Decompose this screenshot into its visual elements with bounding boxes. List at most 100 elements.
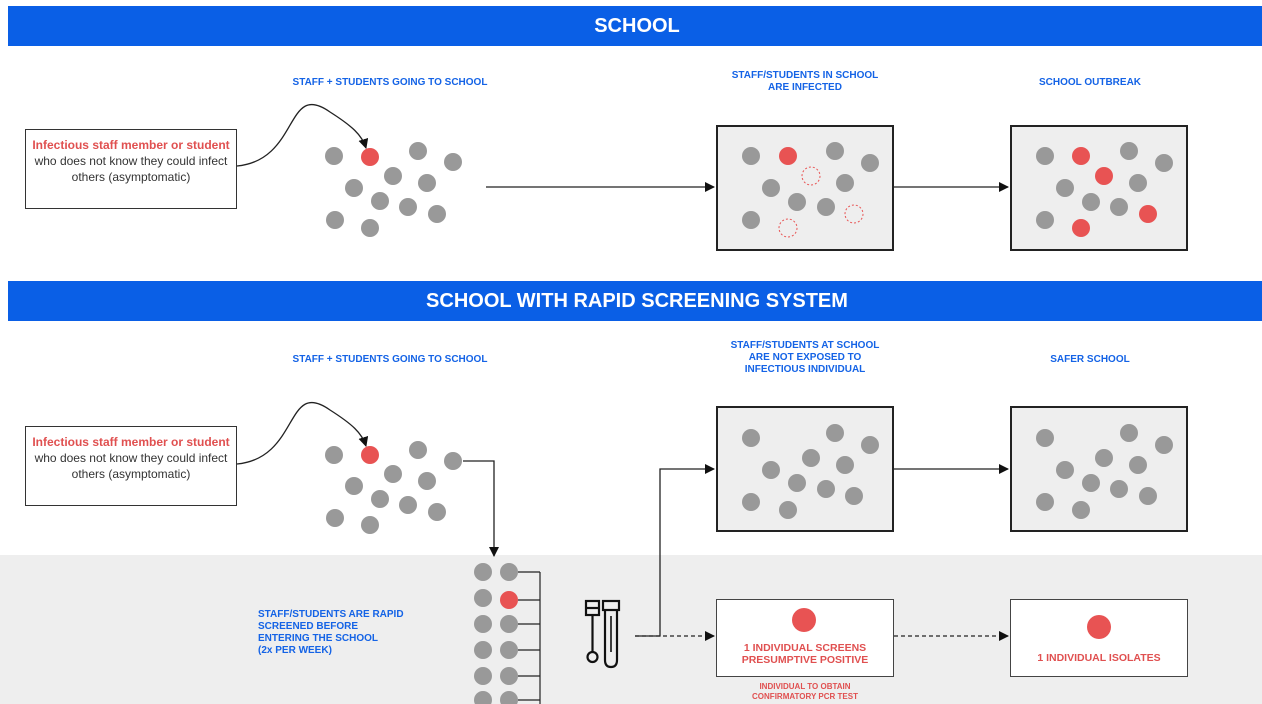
person-dot: [500, 691, 518, 704]
person-dot: [1056, 179, 1074, 197]
person-dot: [836, 456, 854, 474]
label-rapid-screened: STAFF/STUDENTS ARE RAPID SCREENED BEFORE…: [258, 609, 458, 657]
person-dot: [384, 167, 402, 185]
arrow-to-not-exposed: [635, 464, 715, 637]
label-outbreak: SCHOOL OUTBREAK: [1010, 77, 1170, 89]
person-dot: [1155, 154, 1173, 172]
label-line: INFECTIOUS INDIVIDUAL: [744, 364, 866, 375]
label-safer-school: SAFER SCHOOL: [1010, 354, 1170, 366]
person-dot: [1082, 474, 1100, 492]
person-dot: [762, 461, 780, 479]
person-dot: [845, 487, 863, 505]
label-text: STAFF + STUDENTS GOING TO SCHOOL: [292, 354, 488, 365]
person-dot: [428, 205, 446, 223]
person-dot: [371, 490, 389, 508]
person-dot: [1072, 501, 1090, 519]
isolates-label: 1 INDIVIDUAL ISOLATES: [1010, 652, 1188, 664]
safer-school-box: [1010, 406, 1188, 532]
person-dot: [1110, 198, 1128, 216]
label-line: PRESUMPTIVE POSITIVE: [741, 654, 869, 666]
person-dot: [826, 142, 844, 160]
label-infected: STAFF/STUDENTS IN SCHOOL ARE INFECTED: [695, 70, 915, 94]
school-not-exposed-box: [716, 406, 894, 532]
person-dot: [742, 429, 760, 447]
person-dot: [444, 153, 462, 171]
person-dot: [1129, 174, 1147, 192]
label-text: SCHOOL OUTBREAK: [1038, 77, 1142, 88]
callout-highlight: Infectious staff member or student: [32, 435, 230, 449]
person-dot: [361, 516, 379, 534]
person-dot: [409, 441, 427, 459]
school-outbreak-box: [1010, 125, 1188, 251]
label-text: SAFER SCHOOL: [1050, 354, 1130, 365]
banner-school: SCHOOL: [8, 6, 1262, 46]
person-dot: [861, 436, 879, 454]
person-dot: [1095, 449, 1113, 467]
callout-highlight: Infectious staff member or student: [32, 138, 230, 152]
label-text: STAFF + STUDENTS GOING TO SCHOOL: [292, 77, 488, 88]
person-dot-infectious: [779, 147, 797, 165]
person-dot: [384, 465, 402, 483]
person-dot-exposed: [778, 218, 798, 238]
person-dot-infectious: [1139, 205, 1157, 223]
infectious-person-callout: Infectious staff member or student who d…: [25, 129, 237, 209]
person-dot: [399, 198, 417, 216]
person-dot: [1110, 480, 1128, 498]
person-dot-infectious: [361, 446, 379, 464]
person-dot: [500, 667, 518, 685]
label-line: ARE NOT EXPOSED TO: [748, 352, 862, 363]
person-dot-infectious: [361, 148, 379, 166]
pcr-test-note: INDIVIDUAL TO OBTAIN CONFIRMATORY PCR TE…: [716, 682, 894, 702]
person-dot: [325, 446, 343, 464]
person-dot: [1129, 456, 1147, 474]
person-dot: [444, 452, 462, 470]
person-dot: [345, 179, 363, 197]
label-line: SCREENED BEFORE: [258, 621, 359, 632]
label-going-to-school-2: STAFF + STUDENTS GOING TO SCHOOL: [240, 354, 540, 366]
person-dot: [1120, 424, 1138, 442]
crowd-going-to-school-2: [325, 441, 462, 534]
person-dot: [428, 503, 446, 521]
person-dot: [742, 211, 760, 229]
person-dot-infectious: [1072, 147, 1090, 165]
infected-box-dots: [742, 142, 879, 238]
label-line: STAFF/STUDENTS AT SCHOOL: [730, 340, 880, 351]
person-dot: [817, 198, 835, 216]
label-text: 1 INDIVIDUAL ISOLATES: [1037, 652, 1161, 664]
person-dot-exposed: [844, 204, 864, 224]
person-dot: [826, 424, 844, 442]
person-dot-infectious: [1095, 167, 1113, 185]
person-dot: [326, 211, 344, 229]
screening-queue: [474, 563, 518, 704]
outbreak-box-dots: [1036, 142, 1173, 237]
person-dot: [1082, 193, 1100, 211]
label-line: CONFIRMATORY PCR TEST: [752, 692, 858, 701]
person-dot-infectious: [1072, 219, 1090, 237]
person-dot: [742, 493, 760, 511]
isolates-box: [1010, 599, 1188, 677]
person-dot: [500, 563, 518, 581]
screening-bracket: [518, 571, 541, 704]
person-dot: [474, 691, 492, 704]
person-dot: [361, 219, 379, 237]
person-dot-exposed: [801, 166, 821, 186]
person-dot: [325, 147, 343, 165]
person-dot: [474, 641, 492, 659]
person-dot: [861, 154, 879, 172]
label-going-to-school-1: STAFF + STUDENTS GOING TO SCHOOL: [240, 77, 540, 89]
school-infected-box: [716, 125, 894, 251]
arrow-curve-2: [236, 402, 369, 465]
person-dot: [817, 480, 835, 498]
person-dot: [474, 589, 492, 607]
person-dot: [500, 641, 518, 659]
label-not-exposed: STAFF/STUDENTS AT SCHOOL ARE NOT EXPOSED…: [695, 340, 915, 376]
presumptive-positive-label: 1 INDIVIDUAL SCREENS PRESUMPTIVE POSITIV…: [716, 642, 894, 666]
presumptive-positive-dot: [792, 608, 816, 632]
person-dot: [788, 474, 806, 492]
safer-school-box-dots: [1036, 424, 1173, 519]
person-dot: [474, 667, 492, 685]
person-dot: [802, 449, 820, 467]
person-dot: [399, 496, 417, 514]
person-dot: [345, 477, 363, 495]
